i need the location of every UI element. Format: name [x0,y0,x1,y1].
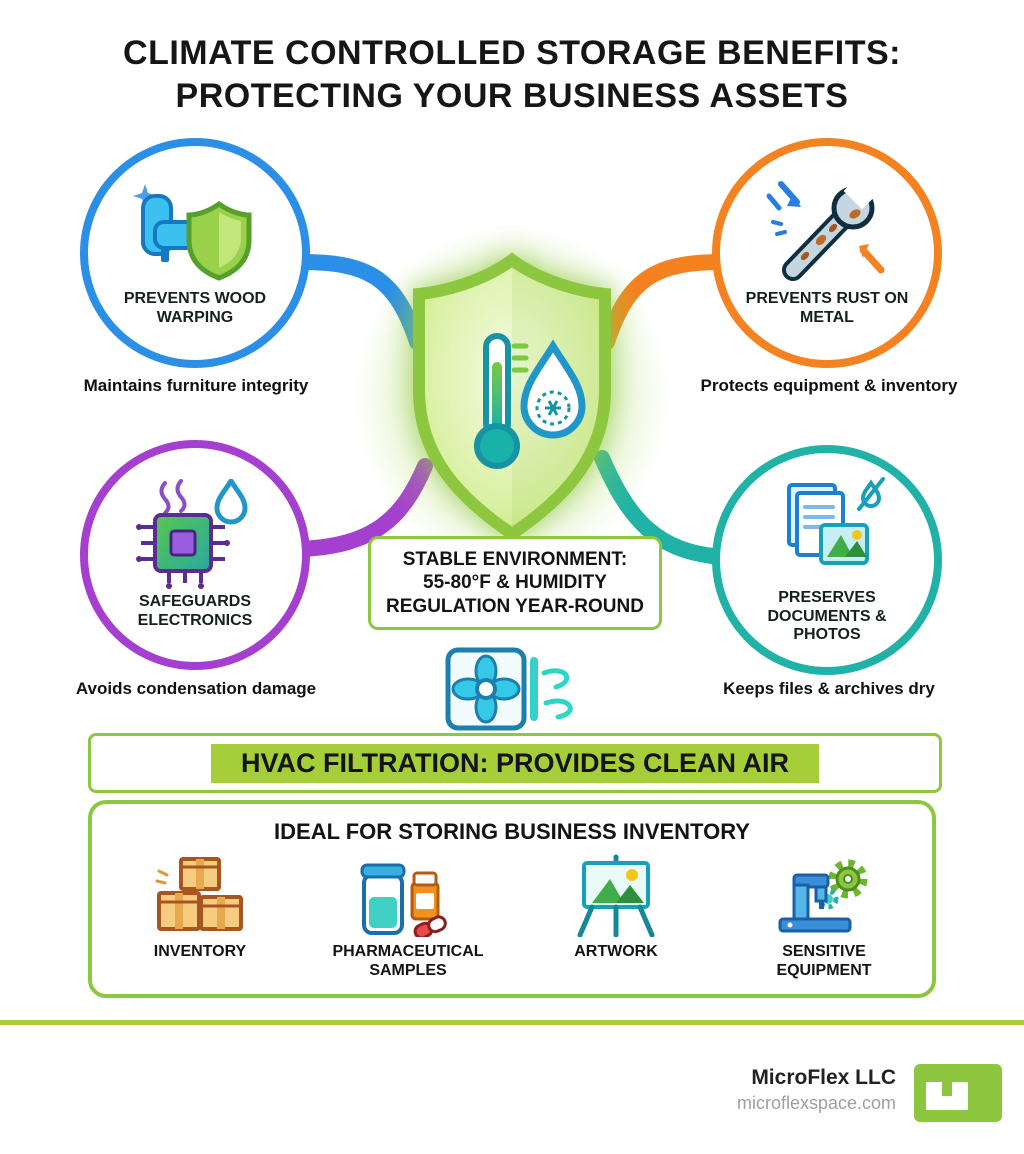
benefit-circle-rust-metal: PREVENTS RUST ON METAL [712,138,942,368]
stable-line2: 55-80°F & HUMIDITY [423,572,607,594]
inventory-item-label: SENSITIVE EQUIPMENT [776,943,872,979]
benefit-label: PRESERVES DOCUMENTS & PHOTOS [767,588,887,644]
microflex-logo [914,1064,1002,1122]
benefit-label: PREVENTS WOOD WARPING [123,290,267,326]
documents-photos-icon [763,475,891,587]
inventory-items-row: INVENTORY [92,845,932,981]
page-title: CLIMATE CONTROLLED STORAGE BENEFITS: PRO… [0,32,1024,117]
armchair-shield-icon [131,178,259,288]
benefit-circle-electronics: SAFEGUARDS ELECTRONICS [80,440,310,670]
inventory-item-pharma: PHARMACEUTICAL SAMPLES [318,851,498,981]
stable-line3: REGULATION YEAR-ROUND [386,595,644,617]
jar-pill-bottle-icon [358,851,458,937]
footer-divider [0,1020,1024,1025]
hvac-fan-icon [445,647,573,731]
benefit-caption-rust: Protects equipment & inventory [700,376,958,395]
footer-website: microflexspace.com [736,1093,896,1113]
shield-thermometer-droplet-icon [413,252,611,542]
benefit-label: PREVENTS RUST ON METAL [745,290,909,326]
benefit-label: SAFEGUARDS ELECTRONICS [137,593,253,629]
inventory-section-title: IDEAL FOR STORING BUSINESS INVENTORY [274,819,750,844]
inventory-item-boxes: INVENTORY [110,851,290,981]
inventory-item-equipment: SENSITIVE EQUIPMENT [734,851,914,981]
inventory-item-label: ARTWORK [574,943,658,960]
inventory-item-artwork: ARTWORK [526,851,706,981]
page-title-line2: PROTECTING YOUR BUSINESS ASSETS [175,76,849,115]
machine-gear-icon [774,851,874,937]
benefit-circle-wood-warping: PREVENTS WOOD WARPING [80,138,310,368]
footer-company-name: MicroFlex LLC [751,1066,896,1089]
stable-line1: STABLE ENVIRONMENT: [402,549,628,571]
chip-droplet-icon [131,479,259,591]
benefit-circle-documents: PRESERVES DOCUMENTS & PHOTOS [712,445,942,675]
hvac-banner-text: HVAC FILTRATION: PROVIDES CLEAN AIR [211,743,819,783]
inventory-section: IDEAL FOR STORING BUSINESS INVENTORY [88,800,936,998]
hvac-filtration-banner: HVAC FILTRATION: PROVIDES CLEAN AIR [88,733,942,793]
benefit-caption-documents: Keeps files & archives dry [723,679,935,698]
cardboard-boxes-icon [151,851,249,937]
page-title-line1: CLIMATE CONTROLLED STORAGE BENEFITS: [123,34,901,72]
inventory-item-label: INVENTORY [153,943,247,960]
benefit-caption-electronics: Avoids condensation damage [75,679,317,698]
rusty-wrench-icon [763,178,891,288]
inventory-item-label: PHARMACEUTICAL SAMPLES [332,943,484,979]
easel-painting-icon [566,851,666,937]
benefit-caption-wood: Maintains furniture integrity [83,376,309,395]
stable-environment-box: STABLE ENVIRONMENT: 55-80°F & HUMIDITY R… [368,536,662,630]
